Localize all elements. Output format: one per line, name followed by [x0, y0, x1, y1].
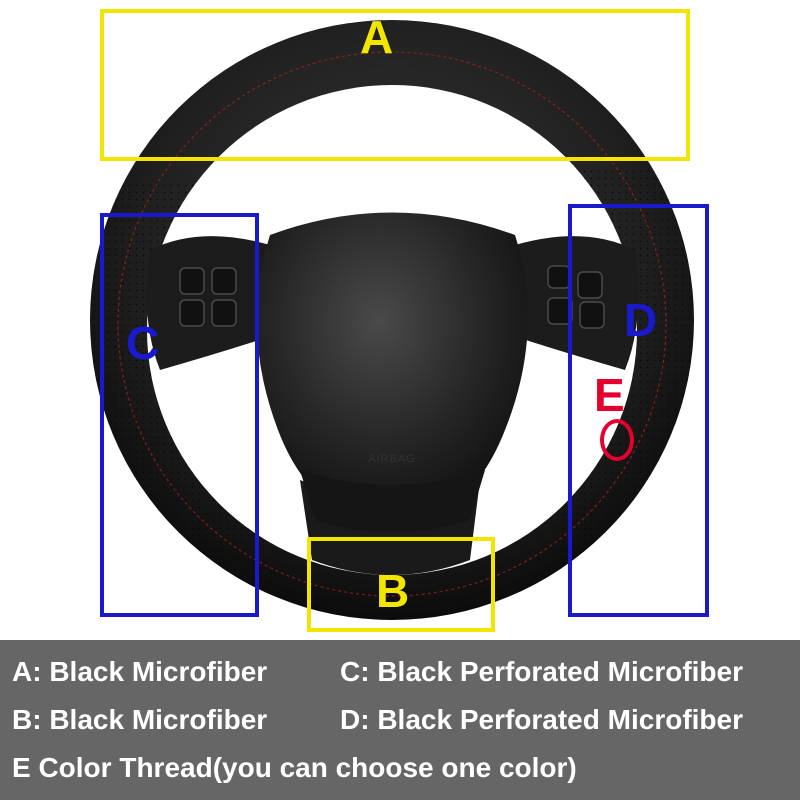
zone-a-frame [100, 9, 690, 161]
airbag-hub [256, 212, 528, 533]
zone-e-marker [600, 419, 634, 461]
legend-panel: A: Black Microfiber C: Black Perforated … [0, 640, 800, 800]
left-control-buttons [179, 267, 237, 327]
zone-b-frame [307, 537, 495, 632]
zone-c-frame [100, 213, 259, 617]
zone-b-letter: B [376, 565, 410, 617]
zone-a-letter: A [360, 11, 394, 63]
product-image: AIRBAG A B C D E [90, 9, 720, 632]
legend-item-b: B: Black Microfiber [12, 704, 268, 735]
airbag-label: AIRBAG [368, 453, 416, 465]
zone-c-letter: C [126, 317, 160, 369]
steering-wheel: AIRBAG [90, 20, 720, 620]
legend-item-c: C: Black Perforated Microfiber [340, 656, 743, 687]
right-control-buttons [547, 265, 605, 329]
legend-item-e: E Color Thread(you can choose one color) [12, 752, 577, 783]
zone-d-frame [568, 204, 709, 617]
zone-d-letter: D [624, 294, 658, 346]
zone-e-letter: E [594, 369, 625, 421]
legend-item-a: A: Black Microfiber [12, 656, 268, 687]
legend-item-d: D: Black Perforated Microfiber [340, 704, 743, 735]
